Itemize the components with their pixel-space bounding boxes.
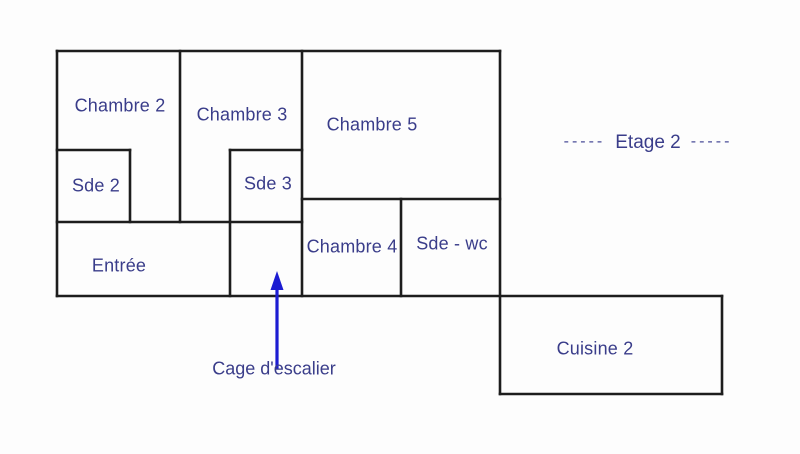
room-label-chambre-3: Chambre 3 [196, 104, 288, 125]
room-label-chambre-5: Chambre 5 [326, 114, 418, 135]
arrow-head-icon [270, 271, 284, 290]
floor-title-text: Etage 2 [615, 132, 681, 153]
room-label-cuisine-2: Cuisine 2 [556, 338, 634, 359]
room-label-chambre-4: Chambre 4 [306, 236, 398, 257]
room-label-entree: Entrée [91, 255, 147, 276]
floor-title: ----- Etage 2 ----- [564, 132, 733, 154]
floor-title-dashes-right: ----- [690, 133, 733, 150]
staircase-arrow [270, 271, 284, 369]
floor-title-dashes-left: ----- [563, 133, 606, 150]
room-label-sde-wc: Sde - wc [416, 233, 488, 254]
room-label-sde-3: Sde 3 [243, 173, 293, 194]
room-label-sde-2: Sde 2 [71, 175, 121, 196]
staircase-annotation: Cage d'escalier [212, 358, 336, 379]
walls [55, 49, 724, 396]
room-label-chambre-2: Chambre 2 [74, 95, 166, 116]
